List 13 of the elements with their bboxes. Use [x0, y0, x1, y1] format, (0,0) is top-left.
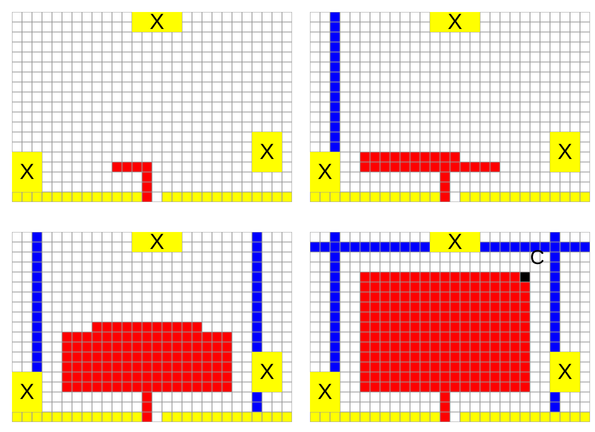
- marked-cell: X: [550, 352, 580, 392]
- marked-cell: X: [550, 132, 580, 172]
- marked-cell: X: [12, 152, 42, 192]
- marked-cell: X: [430, 232, 480, 252]
- marked-cell: X: [132, 232, 182, 252]
- marked-cell: X: [12, 372, 42, 412]
- marked-cell: X: [430, 12, 480, 32]
- marked-cell: X: [310, 372, 340, 412]
- corner-label: C: [530, 248, 544, 268]
- marked-cell: X: [310, 152, 340, 192]
- marked-cell: X: [132, 12, 182, 32]
- marked-cell: X: [252, 132, 282, 172]
- marked-cell: X: [252, 352, 282, 392]
